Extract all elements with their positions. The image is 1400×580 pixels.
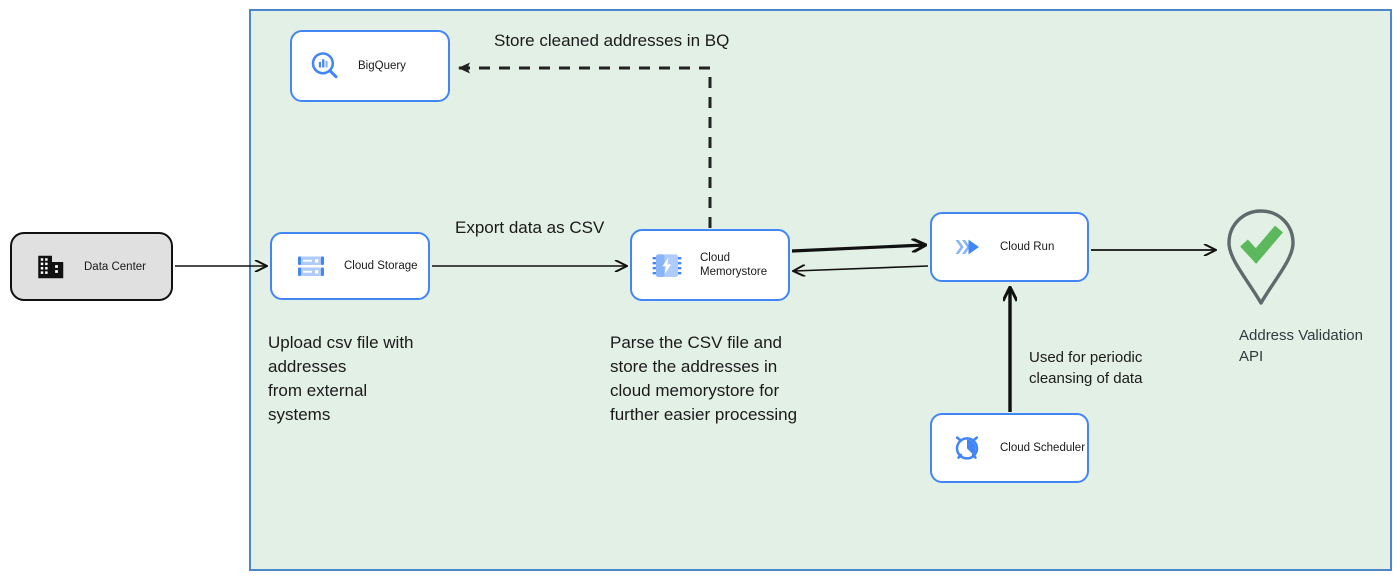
edge-label-export-csv: Export data as CSV: [455, 218, 605, 237]
bigquery-icon: [302, 49, 348, 83]
node-label-data-center: Data Center: [84, 260, 147, 273]
node-label-cloud-scheduler: Cloud Scheduler: [1000, 441, 1086, 454]
edge-label-store-in-bq: Store cleaned addresses in BQ: [494, 31, 730, 50]
cloud-memorystore-icon: [644, 249, 690, 281]
node-cloud-scheduler[interactable]: Cloud Scheduler: [930, 413, 1089, 483]
node-cloud-memorystore[interactable]: Cloud Memorystore: [630, 229, 790, 301]
node-address-validation-api[interactable]: [1219, 207, 1303, 309]
node-label-bigquery: BigQuery: [358, 59, 406, 72]
gcp-boundary-container: [249, 9, 1392, 571]
edge-label-periodic-cleansing: Used for periodic cleansing of data: [1029, 349, 1143, 388]
cloud-storage-icon: [288, 250, 334, 282]
cloud-run-icon: [944, 230, 990, 264]
datacenter-building-icon: [30, 252, 74, 282]
cloud-scheduler-icon: [944, 432, 990, 464]
node-cloud-run[interactable]: Cloud Run: [930, 212, 1089, 282]
node-label-cloud-storage: Cloud Storage: [344, 259, 418, 272]
node-label-address-validation-api: Address Validation API: [1239, 327, 1363, 366]
node-bigquery[interactable]: BigQuery: [290, 30, 450, 102]
node-label-cloud-run: Cloud Run: [1000, 240, 1055, 253]
node-label-cloud-memorystore: Cloud Memorystore: [700, 251, 768, 278]
annotation-upload-note: Upload csv file with addresses from exte…: [268, 333, 414, 425]
node-data-center[interactable]: Data Center: [10, 232, 173, 301]
node-cloud-storage[interactable]: Cloud Storage: [270, 232, 430, 300]
map-pin-check-icon: [1227, 209, 1295, 305]
annotation-parse-note: Parse the CSV file and store the address…: [610, 333, 798, 425]
